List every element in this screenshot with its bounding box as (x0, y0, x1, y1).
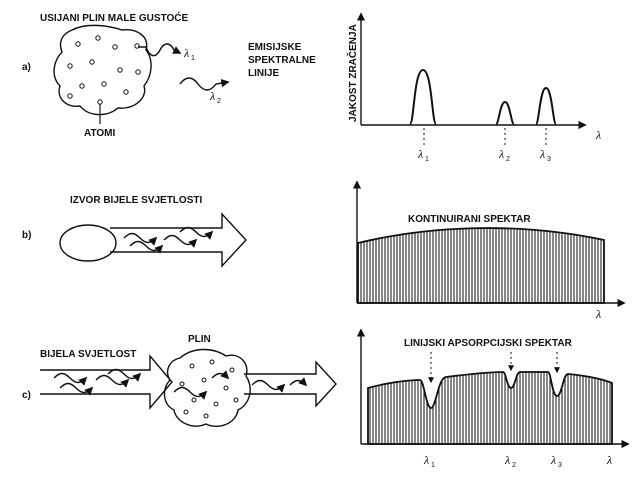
lambda-1-tick-sub-a: 1 (425, 156, 429, 163)
emission-label-3: LINIJE (248, 68, 279, 79)
lambda-3-tick-sub-a: 3 (547, 156, 551, 163)
white-light-source (59, 224, 117, 262)
emitted-photon-1 (138, 43, 182, 57)
outgoing-waves (251, 377, 308, 393)
lambda-1-tick-sub-c: 1 (431, 462, 435, 469)
emission-y-label: JAKOST ZRAČENJA (346, 24, 359, 122)
lambda-1-tick-a: λ (417, 147, 423, 161)
lambda-3-tick-sub-c: 3 (558, 462, 562, 469)
lambda-3-tick-a: λ (539, 147, 545, 161)
lambda-2-tick-sub-a: 2 (506, 156, 510, 163)
lambda-1-tick-c: λ (423, 453, 429, 467)
emission-peak-1 (409, 68, 437, 125)
hot-gas-cloud (53, 24, 152, 116)
lambda-1-sub-a: 1 (191, 55, 195, 62)
emission-axis-symbol: λ (595, 128, 601, 142)
source-label: IZVOR BIJELE SVJETLOSTI (70, 195, 202, 206)
absorption-axis-symbol: λ (606, 453, 612, 467)
cold-gas-atoms (179, 359, 239, 419)
lambda-2-tick-a: λ (498, 147, 504, 161)
lambda-2-tick-sub-c: 2 (512, 462, 516, 469)
lambda-3-tick-c: λ (550, 453, 556, 467)
lambda-2-label-a: λ (209, 89, 215, 103)
continuous-spectrum-fill (357, 227, 605, 304)
panel-b: b) IZVOR BIJELE SVJETLOSTI KONTINUIRANI … (22, 180, 626, 321)
in-gas-waves (173, 370, 230, 400)
gas-label: USIJANI PLIN MALE GUSTOĆE (40, 11, 188, 24)
emission-peak-3 (535, 86, 557, 125)
continuous-axis-symbol: λ (595, 307, 601, 321)
continuous-spectrum-label: KONTINUIRANI SPEKTAR (408, 214, 531, 225)
emitted-photon-2 (179, 77, 230, 91)
gas-atoms (67, 35, 141, 105)
emission-ticks (423, 128, 547, 146)
atoms-label: ATOMI (84, 128, 116, 139)
lambda-2-tick-c: λ (504, 453, 510, 467)
white-light-label: BIJELA SVJETLOST (40, 349, 136, 360)
gas-label-c: PLIN (188, 334, 211, 345)
cold-gas-cloud (163, 348, 251, 428)
absorption-spectrum-label: LINIJSKI APSORPCIJSKI SPEKTAR (404, 338, 573, 349)
emission-label-2: SPEKTRALNE (248, 55, 316, 66)
absorption-spectrum-fill (367, 371, 613, 445)
absorption-pointers (428, 352, 560, 384)
panel-c: c) BIJELA SVJETLOST PLIN (22, 328, 630, 469)
panel-a: a) USIJANI PLIN MALE GUSTOĆE ATOMI λ 1 λ… (22, 11, 601, 163)
lambda-1-label-a: λ (183, 46, 189, 60)
panel-c-letter: c) (22, 390, 31, 401)
lambda-2-sub-a: 2 (217, 98, 221, 105)
light-beam-arrow (110, 212, 247, 268)
panel-b-letter: b) (22, 230, 31, 241)
emission-peak-2 (495, 100, 515, 125)
incoming-beam-arrow (40, 354, 173, 410)
panel-a-letter: a) (22, 62, 31, 73)
emission-label-1: EMISIJSKE (248, 42, 302, 53)
beam-waves (123, 226, 214, 254)
outgoing-beam-arrow (244, 360, 337, 408)
incoming-waves (53, 368, 142, 396)
